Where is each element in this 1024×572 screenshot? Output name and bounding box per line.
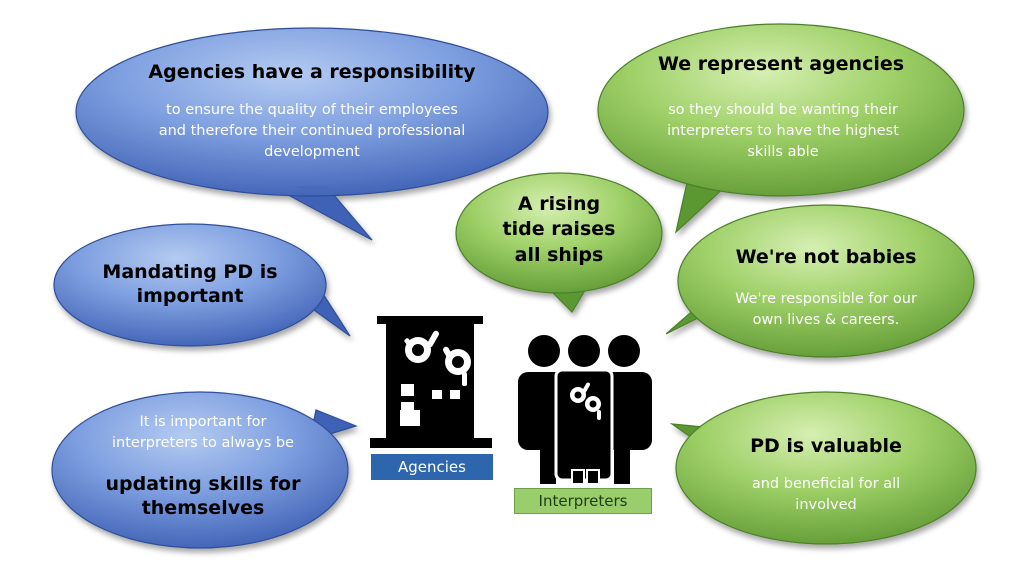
interpreters-label: Interpreters — [514, 488, 652, 514]
agencies-label: Agencies — [371, 454, 493, 480]
represent-agencies-body: so they should be wanting their interpre… — [667, 102, 899, 161]
agency-responsibility-heading: Agencies have a responsibility — [148, 61, 476, 83]
bubble-represent-agencies — [597, 23, 965, 234]
bubble-not-babies — [665, 204, 975, 358]
bubble-mandating-pd — [53, 223, 351, 347]
bubble-rising-tide — [455, 172, 663, 313]
group-of-people-with-signing-hands-icon — [518, 335, 652, 485]
agency-responsibility-body: to ensure the quality of their employees… — [158, 102, 466, 161]
bubble-updating-skills — [51, 391, 358, 549]
rising-tide-heading: A rising tide raises all ships — [502, 193, 616, 266]
building-with-signing-hands-icon — [370, 316, 492, 448]
mandating-pd-heading: Mandating PD is important — [102, 261, 278, 307]
bubble-agency-responsibility — [75, 27, 549, 241]
not-babies-heading: We're not babies — [735, 246, 917, 268]
represent-agencies-heading: We represent agencies — [657, 53, 905, 75]
pd-valuable-body: and beneficial for all involved — [751, 476, 901, 514]
updating-skills-body: It is important for interpreters to alwa… — [112, 414, 294, 452]
bubble-pd-valuable — [669, 391, 977, 545]
not-babies-body: We're responsible for our own lives & ca… — [735, 291, 917, 329]
updating-skills-heading: updating skills for themselves — [105, 473, 301, 519]
pd-valuable-heading: PD is valuable — [750, 435, 902, 457]
